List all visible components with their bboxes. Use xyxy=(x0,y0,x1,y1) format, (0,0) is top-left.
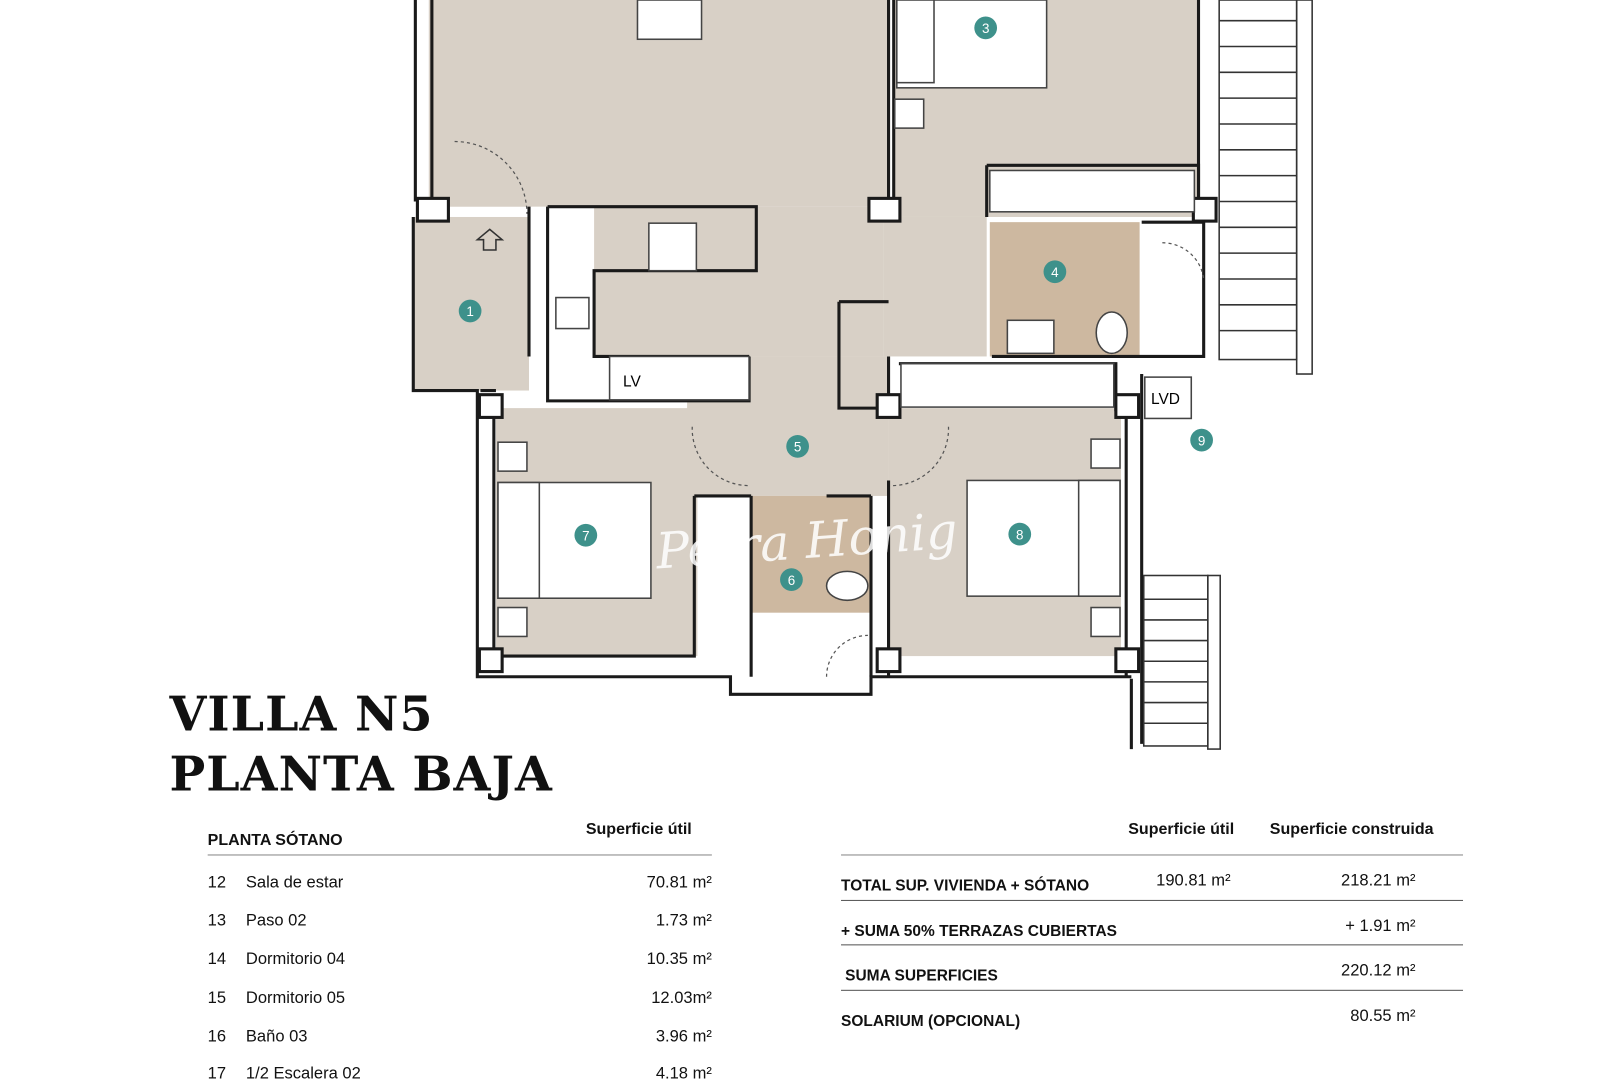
divider xyxy=(207,854,712,856)
room-marker-8: 8 xyxy=(1008,522,1032,546)
svg-text:6: 6 xyxy=(788,573,795,588)
svg-text:9: 9 xyxy=(1198,433,1205,448)
label-lvd: LVD xyxy=(1151,391,1180,408)
page-subtitle: PLANTA BAJA xyxy=(169,745,553,802)
door-swings xyxy=(454,140,1205,677)
svg-text:3: 3 xyxy=(982,21,989,36)
rooms-column-header: Superficie útil xyxy=(585,820,692,838)
label-lv: LV xyxy=(623,373,641,390)
divider xyxy=(841,944,1464,946)
stairs xyxy=(1142,0,1313,750)
svg-text:4: 4 xyxy=(1051,265,1059,280)
svg-text:8: 8 xyxy=(1016,527,1023,542)
room-marker-7: 7 xyxy=(574,523,598,547)
svg-text:7: 7 xyxy=(582,528,589,543)
divider xyxy=(841,899,1464,901)
svg-text:5: 5 xyxy=(794,440,801,455)
divider xyxy=(841,989,1464,991)
room-marker-1: 1 xyxy=(458,299,482,323)
svg-text:1: 1 xyxy=(466,304,473,319)
furniture xyxy=(497,0,1196,638)
summary-col-util: Superficie útil xyxy=(1128,820,1235,838)
room-marker-9: 9 xyxy=(1190,428,1213,452)
room-marker-4: 4 xyxy=(1043,260,1067,284)
floor-areas xyxy=(413,0,1199,657)
rooms-section-title: PLANTA SÓTANO xyxy=(207,831,343,850)
divider xyxy=(841,854,1464,856)
room-marker-3: 3 xyxy=(974,16,998,40)
page-title: VILLA N5 xyxy=(169,686,434,742)
entry-arrow-icon xyxy=(475,228,505,251)
summary-col-construida: Superficie construida xyxy=(1269,820,1434,838)
room-marker-5: 5 xyxy=(786,434,809,458)
room-marker-6: 6 xyxy=(780,568,803,591)
columns xyxy=(415,196,1218,674)
bath-floors xyxy=(751,222,1140,613)
